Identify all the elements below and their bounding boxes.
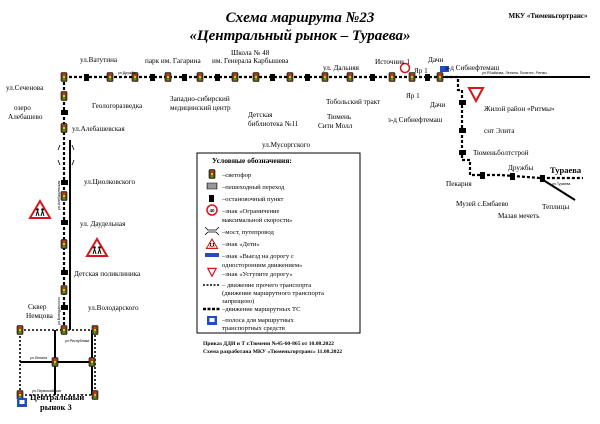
label-mazay: Мазая мечеть xyxy=(498,212,540,220)
label-detbib-2: библиотека №11 xyxy=(248,120,299,128)
speed-limit-sign-map xyxy=(399,62,411,74)
label-volodar: ул.Володарского xyxy=(88,304,139,312)
legend-item-11: (движение маршрутного транспорта xyxy=(222,290,324,297)
label-dachi-1: Дачи xyxy=(428,56,443,64)
label-detpol: Детская поликлиника xyxy=(74,270,141,278)
label-sechenova: ул.Сеченова xyxy=(6,84,44,92)
label-tyumen-2: Сити Молл xyxy=(318,122,353,130)
label-tyumenbolt: Тюменьболтстрой xyxy=(473,149,529,157)
label-shkola-1: Школа № 48 xyxy=(231,49,270,57)
legend-traffic-light-icon xyxy=(208,169,216,179)
legend-item-9: –знак «Уступите дорогу» xyxy=(221,271,293,278)
label-zapsib-2: медицинский центр xyxy=(170,104,231,112)
label-zd-sib-2: з-д Сибнефтемаш xyxy=(388,116,443,124)
bus-lane-icon-map xyxy=(17,398,27,407)
legend-item-5: –мост, путепровод xyxy=(221,229,274,236)
legend-item-14: –полоса для маршрутных xyxy=(221,317,294,324)
label-dachi-2: Дачи xyxy=(430,101,445,109)
label-daudel: ул. Даудельная xyxy=(80,220,126,228)
small-perek: ул.Первомайская xyxy=(32,389,61,393)
label-skver-2: Немцова xyxy=(26,312,54,320)
legend-box xyxy=(196,152,361,334)
legend-item-7: –знак «Выезд на дорогу с xyxy=(221,253,294,260)
small-druzhby: ул.Дружбы xyxy=(118,71,137,75)
small-lenina: ул.Ленина xyxy=(30,356,47,360)
legend-item-2: –остановочный пункт xyxy=(221,196,284,203)
label-ozero-2: Алебашево xyxy=(8,113,43,121)
label-teplicy: Теплицы xyxy=(542,203,569,211)
small-teplicy: ул.Тураева xyxy=(552,182,570,186)
label-ritmy: Жилой район «Ритмы» xyxy=(484,105,555,113)
legend-stop-icon xyxy=(209,195,214,202)
legend-speed-sign-icon: 40 xyxy=(206,204,218,216)
label-druzhby: Дружбы xyxy=(508,164,533,172)
label-pekarnya: Пекарня xyxy=(446,180,472,188)
label-tyumen-1: Тюмень xyxy=(327,113,352,121)
legend-item-0: –светофор xyxy=(221,172,252,179)
label-yar-1a: Яр 1 xyxy=(414,67,428,75)
label-muzey: Музей с.Ембаево xyxy=(456,200,509,208)
legend-bus-lane-icon xyxy=(207,316,217,325)
label-detbib-1: Детская xyxy=(248,111,273,119)
bus-stops xyxy=(61,74,545,310)
legend-item-12: запрещено) xyxy=(222,298,254,305)
legend-item-4: максимальной скорости» xyxy=(222,217,292,224)
label-centr-2: рынок 3 xyxy=(40,402,72,412)
small-ritmy: ул.Р.Байкова, Ленина, Политех, Ритмы xyxy=(482,71,547,75)
yield-sign-1 xyxy=(468,87,484,102)
small-respub: ул.Республики xyxy=(65,339,89,343)
label-vatutina: ул.Ватутина xyxy=(80,56,118,64)
kids-sign-1 xyxy=(29,200,51,219)
label-yar-1b: Яр 1 xyxy=(406,92,420,100)
small-alebash: ул.Алебашевская xyxy=(57,181,61,210)
bridge-mark xyxy=(57,144,75,166)
legend-item-1: –пешеходный переход xyxy=(221,184,285,191)
label-shkola-2: им. Генерала Карбышева xyxy=(212,57,289,65)
label-tsiolk: ул.Циолковского xyxy=(84,178,136,186)
label-turaeva: Тураева xyxy=(550,165,582,175)
legend-item-6: –знак «Дети» xyxy=(221,241,260,248)
label-alebash: ул.Алебашевская xyxy=(72,125,125,133)
label-istochnik: Источник 1 xyxy=(375,58,410,66)
legend-item-3: –знак «Ограничение xyxy=(221,208,280,215)
legend-one-way-icon xyxy=(205,253,219,257)
legend-item-15: транспортных средств xyxy=(222,325,285,332)
label-dalnyaya: ул. Дальняя xyxy=(323,64,360,72)
one-way-sign-map xyxy=(440,66,449,72)
footer-line-2: Схема разработана МКУ «Тюменьгортранс» 1… xyxy=(203,348,342,355)
legend-item-13: –движение маршрутных ТС xyxy=(221,306,301,313)
kids-sign-2 xyxy=(86,238,108,257)
title-line-1: Схема маршрута №23 xyxy=(226,10,375,26)
legend-crosswalk-icon xyxy=(206,182,218,190)
label-zd-sib-1: з-д Сибнефтемаш xyxy=(445,64,500,72)
label-skver-1: Сквер xyxy=(28,303,47,311)
label-park: парк им. Гагарина xyxy=(145,57,201,65)
road-terminus xyxy=(539,177,576,201)
legend-speed-value: 40 xyxy=(209,208,215,213)
label-elita: снт Элита xyxy=(484,127,515,135)
label-musorg: ул.Мусоргского xyxy=(262,141,310,149)
legend-bridge-icon xyxy=(204,226,220,236)
label-tobol: Тобольский тракт xyxy=(326,98,381,106)
legend-title: Условные обозначения: xyxy=(212,156,292,165)
organization-label: МКУ «Тюменьгортранс» xyxy=(509,12,588,20)
label-geolog: Геологоразведка xyxy=(92,102,143,110)
label-centr-1: Центральный xyxy=(30,392,84,402)
title-line-2: «Центральный рынок – Тураева» xyxy=(189,28,410,44)
label-ozero-1: озеро xyxy=(14,104,31,112)
label-zapsib-1: Западно-сибирский xyxy=(170,95,230,103)
footer-line-1: Приказ ДДИ и Т г.Тюмени №45-60-865 от 10… xyxy=(203,341,334,347)
legend-item-10: – движение прочего транспорта xyxy=(221,282,311,289)
legend: Условные обозначения: –светофор –пешеход… xyxy=(196,152,361,334)
small-volodar: ул.Володарского xyxy=(57,297,61,325)
legend-item-8: односторонним движением» xyxy=(222,262,302,269)
